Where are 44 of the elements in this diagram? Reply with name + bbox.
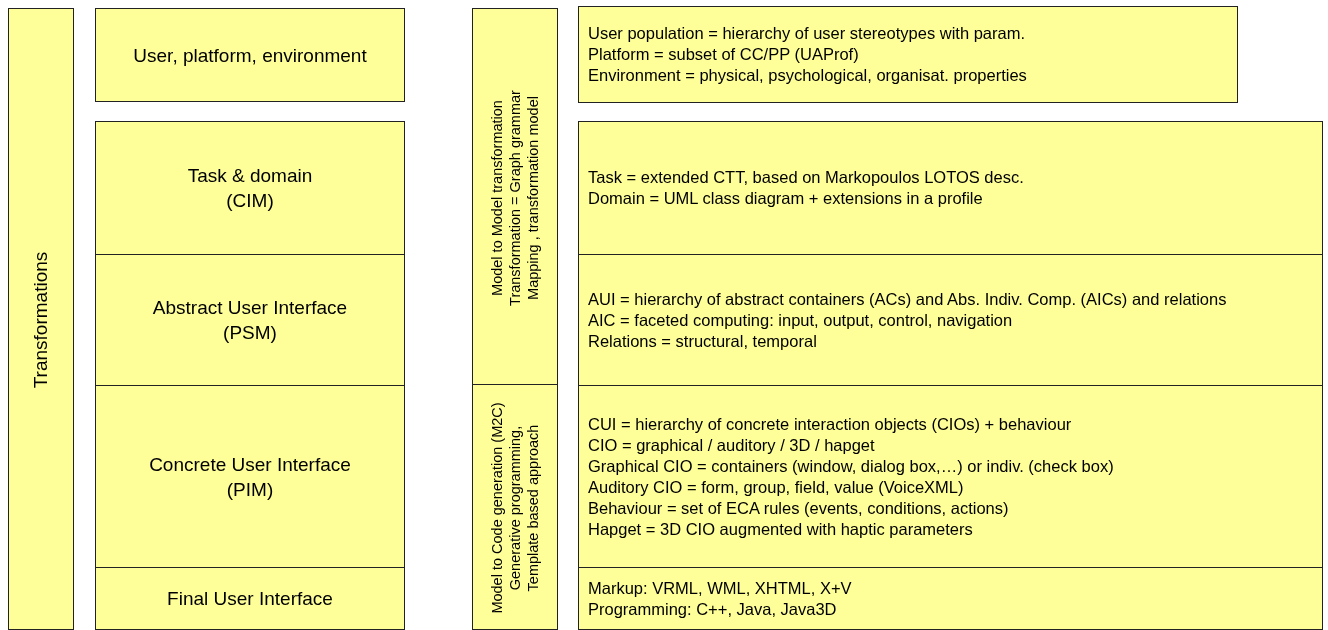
description-text: AUI = hierarchy of abstract containers (ACs) and Abs. Indiv. Comp. (AICs) and relations (588, 288, 1227, 310)
layer-label: Abstract User Interface (152, 296, 348, 320)
description-text: Behaviour = set of ECA rules (events, conditions, actions) (588, 497, 1009, 519)
layer-label: Mapping , transformation model (524, 95, 543, 300)
description-text: Markup: VRML, WML, XHTML, X+V (588, 577, 852, 599)
layer-box (95, 385, 405, 568)
description-text: Environment = physical, psychological, organisat. properties (588, 65, 1027, 86)
layer-label: Model to Model transformation (487, 99, 506, 296)
description-text: Domain = UML class diagram + extensions in a profile (588, 188, 983, 209)
layer-box (95, 254, 405, 386)
layer-box (95, 567, 405, 630)
layer-label: Template based approach (524, 424, 543, 592)
layer-label: User, platform, environment (133, 43, 367, 68)
layer-label: Model to Code generation (M2C) (487, 402, 506, 614)
layer-label: Concrete User Interface (149, 452, 351, 477)
layer-label: Generative programming, (505, 425, 524, 591)
transformation-band (472, 384, 558, 630)
description-box (578, 567, 1323, 630)
description-text: CUI = hierarchy of concrete interaction objects (CIOs) + behaviour (588, 413, 1072, 435)
description-text: Hapget = 3D CIO augmented with haptic parameters (588, 518, 973, 540)
layer-label: (PIM) (226, 477, 274, 502)
layer-label: Final User Interface (167, 587, 333, 611)
description-box (578, 254, 1323, 386)
description-text: Auditory CIO = form, group, field, value (VoiceXML) (588, 476, 964, 498)
layer-label: Transformations (29, 251, 53, 389)
transformation-band (472, 8, 558, 385)
description-box (578, 385, 1323, 568)
side-band (8, 8, 74, 630)
description-box (578, 121, 1323, 255)
description-box (578, 6, 1238, 103)
layer-label: (PSM) (223, 321, 277, 345)
layer-label: Task & domain (187, 164, 313, 188)
description-text: User population = hierarchy of user stereotypes with param. (588, 23, 1025, 44)
description-text: Programming: C++, Java, Java3D (588, 598, 837, 620)
layer-box (95, 121, 405, 255)
description-text: Relations = structural, temporal (588, 330, 817, 352)
description-text: AIC = faceted computing: input, output, control, navigation (588, 309, 1013, 331)
description-text: Graphical CIO = containers (window, dialog box,…) or indiv. (check box) (588, 455, 1114, 477)
description-text: Platform = subset of CC/PP (UAProf) (588, 44, 859, 65)
description-text: CIO = graphical / auditory / 3D / hapget (588, 434, 875, 456)
description-text: Task = extended CTT, based on Markopoulos LOTOS desc. (588, 167, 1024, 188)
layer-label: (CIM) (226, 189, 274, 213)
layer-label: Transformation = Graph grammar (505, 89, 524, 306)
layer-box (95, 8, 405, 102)
